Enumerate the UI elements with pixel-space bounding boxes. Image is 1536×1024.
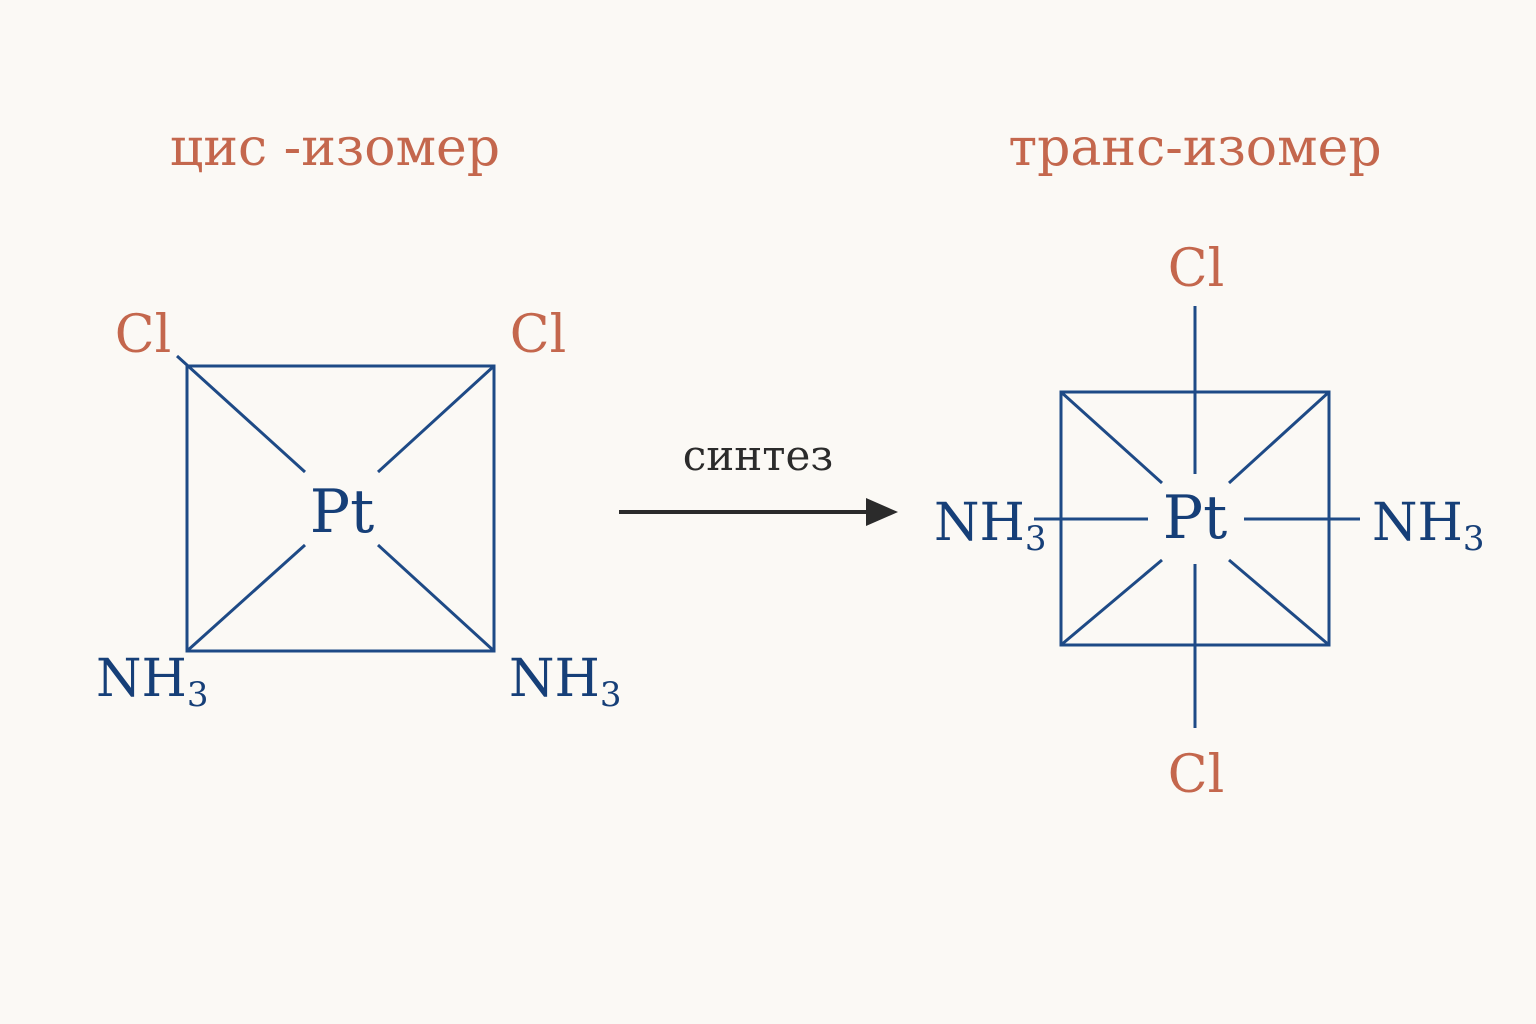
arrow-label: синтез [683,431,834,480]
trans-ligand-cl-top: Cl [1168,239,1224,299]
cis-bond-cl-left [175,354,307,474]
reaction-arrow: синтез [619,431,898,526]
cis-ligand-cl-left: Cl [115,305,171,365]
cis-ligand-cl-right: Cl [510,305,566,365]
trans-title: транс-изомер [1008,118,1381,178]
trans-isomer: транс-изомер Pt Cl Cl NH3 NH3 [934,118,1485,805]
cis-ligand-nh3-left: NH3 [96,649,209,715]
trans-metal-pt: Pt [1163,483,1227,553]
trans-ligand-nh3-right: NH3 [1372,493,1485,559]
trans-diag-bottom-right [1228,558,1330,647]
cis-ligand-nh3-right: NH3 [509,649,622,715]
trans-diag-top-left [1059,390,1164,485]
trans-diag-bottom-left [1060,558,1163,647]
cis-title: цис -изомер [170,118,500,178]
cis-metal-pt: Pt [310,477,374,547]
cis-bond-cl-right [376,364,496,474]
trans-ligand-cl-bottom: Cl [1168,745,1224,805]
cis-square-frame [185,364,496,653]
cis-bond-nh3-right [376,543,496,653]
trans-ligand-nh3-left: NH3 [934,493,1047,559]
cis-bond-nh3-left [185,543,307,653]
trans-diag-top-right [1227,390,1331,485]
cis-isomer: цис -изомер Pt Cl Cl NH3 NH3 [96,118,622,715]
arrow-head-icon [866,498,898,526]
